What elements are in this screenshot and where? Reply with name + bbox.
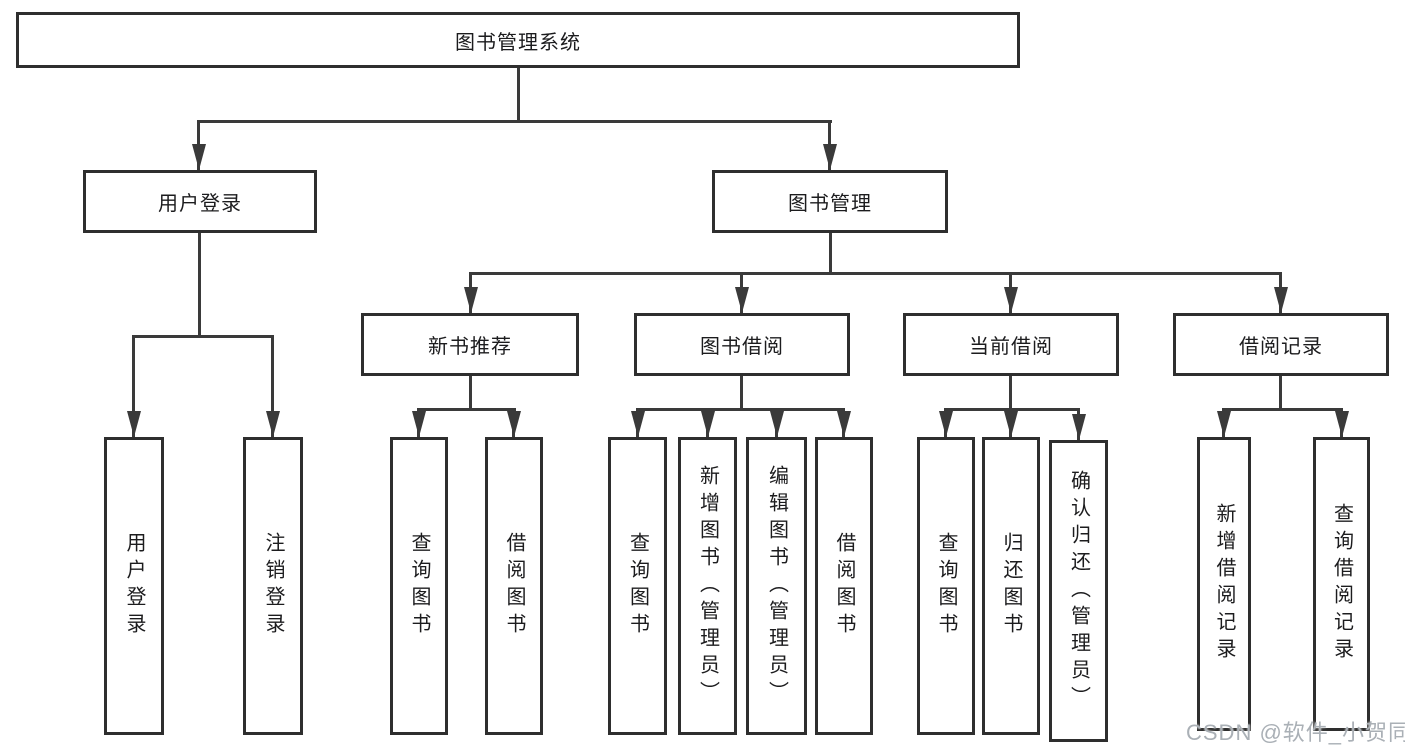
node-label: 用户登录: [123, 532, 145, 640]
arrow-to-current-borrowing: [1003, 272, 1018, 313]
node-label: 注销登录: [262, 532, 284, 640]
node-cb-confirm-return-admin: 确认归还（管理员）: [1049, 440, 1108, 742]
node-bb-query-books: 查询图书: [608, 437, 667, 735]
arrow-to-user-login: [191, 120, 206, 170]
node-label: 图书借阅: [700, 336, 784, 358]
node-label: 查询图书: [408, 532, 430, 640]
node-label: 新书推荐: [428, 336, 512, 358]
connector-nb-stem: [469, 376, 472, 408]
node-book-management: 图书管理: [712, 170, 948, 233]
node-label: 查询图书: [626, 532, 649, 640]
arrow-bb-borrow-books: [836, 408, 851, 437]
arrow-bb-edit-books: [769, 408, 784, 437]
arrow-cb-query-books: [938, 408, 953, 437]
arrow-bb-add-books: [700, 408, 715, 437]
node-br-query-record: 查询借阅记录: [1313, 437, 1370, 731]
node-ul-user-login-leaf: 用户登录: [104, 437, 164, 735]
node-label: 归还图书: [1000, 532, 1022, 640]
node-ul-logout-leaf: 注销登录: [243, 437, 303, 735]
node-book-borrowing: 图书借阅: [634, 313, 850, 376]
csdn-watermark: CSDN @软件_小贺同学: [1186, 720, 1405, 745]
arrow-to-logout-leaf: [265, 335, 280, 437]
node-label: 新增图书（管理员）: [696, 464, 719, 708]
node-cb-return-books: 归还图书: [982, 437, 1040, 735]
connector-cb-rail: [945, 408, 1080, 411]
node-label: 确认归还（管理员）: [1067, 469, 1090, 713]
node-label: 新增借阅记录: [1213, 503, 1235, 665]
node-cb-query-books: 查询图书: [917, 437, 975, 735]
node-br-add-record: 新增借阅记录: [1197, 437, 1251, 731]
node-label: 查询图书: [935, 532, 957, 640]
connector-cb-stem: [1009, 376, 1012, 408]
node-label: 借阅图书: [833, 532, 855, 640]
node-current-borrowing: 当前借阅: [903, 313, 1119, 376]
arrow-bb-query-books: [630, 408, 645, 437]
node-library-management-system: 图书管理系统: [16, 12, 1020, 68]
node-nb-query-books: 查询图书: [390, 437, 448, 735]
arrow-to-book-management: [822, 120, 837, 170]
arrow-nb-query-books: [411, 408, 426, 437]
arrow-to-user-login-leaf: [126, 335, 141, 437]
connector-user-login-stem: [198, 233, 201, 335]
connector-level3-rail: [470, 272, 1281, 275]
arrow-to-new-book-recommendation: [463, 272, 478, 313]
arrow-br-query-record: [1334, 408, 1349, 437]
node-label: 图书管理: [788, 193, 872, 215]
arrow-br-add-record: [1216, 408, 1231, 437]
node-user-login: 用户登录: [83, 170, 317, 233]
node-label: 查询借阅记录: [1330, 503, 1353, 665]
node-nb-borrow-books: 借阅图书: [485, 437, 543, 735]
arrow-cb-confirm-return: [1071, 408, 1086, 440]
node-label: 图书管理系统: [455, 31, 581, 54]
node-label: 编辑图书（管理员）: [765, 464, 788, 708]
node-bb-borrow-books: 借阅图书: [815, 437, 873, 735]
node-borrowing-records: 借阅记录: [1173, 313, 1389, 376]
connector-bb-stem: [740, 376, 743, 408]
connector-user-login-rail: [133, 335, 274, 338]
connector-nb-rail: [418, 408, 516, 411]
connector-level2-rail: [198, 120, 832, 123]
node-bb-edit-books-admin: 编辑图书（管理员）: [746, 437, 807, 735]
node-new-book-recommendation: 新书推荐: [361, 313, 579, 376]
connector-bb-rail: [636, 408, 845, 411]
node-bb-add-books-admin: 新增图书（管理员）: [678, 437, 737, 735]
connector-book-management-stem: [829, 233, 832, 272]
node-label: 借阅记录: [1239, 336, 1323, 358]
arrow-to-borrowing-records: [1273, 272, 1288, 313]
connector-root-stem: [517, 68, 520, 120]
node-label: 当前借阅: [969, 336, 1053, 358]
node-label: 借阅图书: [503, 532, 525, 640]
connector-br-rail: [1223, 408, 1343, 411]
arrow-nb-borrow-books: [506, 408, 521, 437]
arrow-cb-return-books: [1003, 408, 1018, 437]
node-label: 用户登录: [158, 193, 242, 215]
connector-br-stem: [1279, 376, 1282, 408]
arrow-to-book-borrowing: [734, 272, 749, 313]
